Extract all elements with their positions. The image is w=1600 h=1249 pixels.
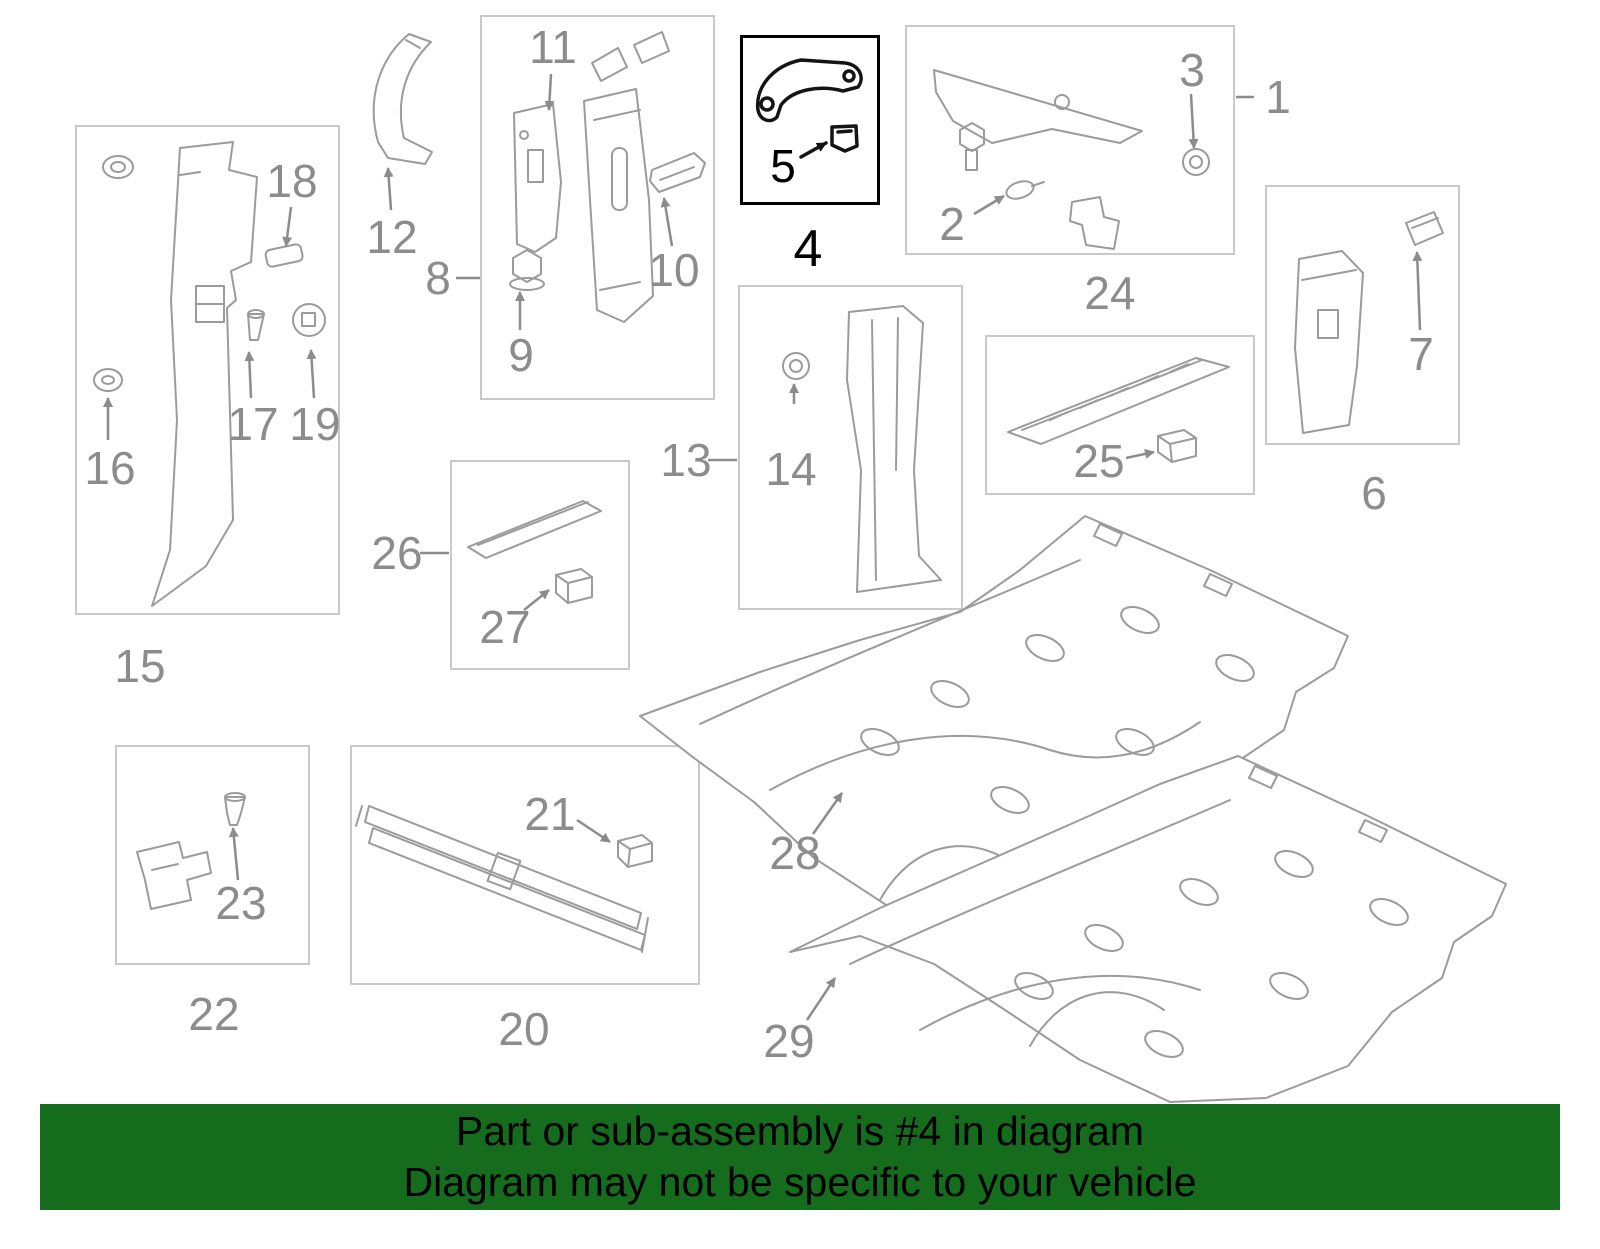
- callout-10: 10: [648, 244, 700, 296]
- callout-14: 14: [765, 443, 817, 495]
- callout-13: 13: [660, 434, 712, 486]
- callout-27: 27: [479, 601, 531, 653]
- part-group-box-26: [450, 460, 630, 670]
- callout-18: 18: [266, 155, 318, 207]
- part-group-box-8: [480, 15, 715, 400]
- callout-12: 12: [366, 211, 418, 263]
- part-group-box-24: [985, 335, 1255, 495]
- part-group-box-22: [115, 745, 310, 965]
- callout-3: 3: [1179, 44, 1205, 96]
- callout-16: 16: [84, 442, 136, 494]
- callout-6: 6: [1361, 467, 1387, 519]
- part-group-box-1: [905, 25, 1235, 255]
- callout-23: 23: [215, 877, 267, 929]
- callout-22: 22: [188, 988, 240, 1040]
- info-banner: Part or sub-assembly is #4 in diagram Di…: [40, 1104, 1560, 1210]
- part-group-box-20: [350, 745, 700, 985]
- callout-17: 17: [227, 398, 279, 450]
- callout-24: 24: [1084, 267, 1136, 319]
- callout-15: 15: [114, 640, 166, 692]
- callout-8: 8: [425, 252, 451, 304]
- callout-1: 1: [1265, 71, 1291, 123]
- callout-21: 21: [524, 788, 576, 840]
- part-group-box-15: [75, 125, 340, 615]
- callout-5-highlighted: 5: [770, 140, 796, 192]
- callout-9: 9: [508, 329, 534, 381]
- callout-11: 11: [529, 21, 577, 73]
- callout-4-highlighted: 4: [793, 220, 823, 278]
- callout-29: 29: [763, 1015, 815, 1067]
- callout-7: 7: [1408, 328, 1434, 380]
- banner-line-1: Part or sub-assembly is #4 in diagram: [455, 1108, 1145, 1155]
- banner-line-2: Diagram may not be specific to your vehi…: [403, 1159, 1197, 1205]
- highlighted-part-box-4: [740, 35, 880, 205]
- callout-20: 20: [498, 1003, 550, 1055]
- callout-26: 26: [371, 527, 423, 579]
- callout-25: 25: [1073, 435, 1125, 487]
- callout-2: 2: [939, 198, 965, 250]
- part-group-box-6: [1265, 185, 1460, 445]
- callout-28: 28: [769, 827, 821, 879]
- callout-19: 19: [289, 398, 341, 450]
